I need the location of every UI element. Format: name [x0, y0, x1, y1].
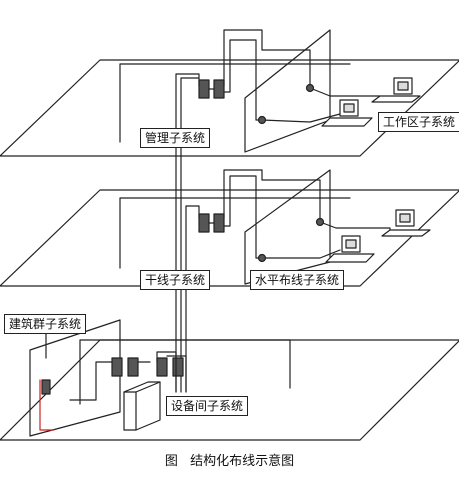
- label-equipment-room-subsystem: 设备间子系统: [166, 396, 249, 416]
- top-floor-plate: [0, 59, 459, 157]
- computer-icon: [321, 99, 373, 127]
- computer-icon: [381, 209, 431, 237]
- bottom-floor-back-wall: [79, 339, 291, 405]
- equipment-cabinet: [123, 381, 161, 431]
- label-work-area-subsystem: 工作区子系统: [378, 112, 459, 132]
- outlet-top-2: [257, 115, 267, 125]
- outlet-mid-1: [315, 217, 325, 227]
- campus-red-link: [39, 379, 55, 431]
- computer-icon: [325, 235, 375, 263]
- label-backbone-subsystem: 干线子系统: [140, 270, 211, 290]
- campus-connector: [41, 379, 51, 395]
- outlets: [257, 83, 325, 263]
- outlet-top-1: [305, 83, 315, 93]
- middle-floor-plate: [0, 189, 459, 287]
- patch-panel-bottom-4: [172, 357, 184, 377]
- patch-panel-bottom-3: [156, 357, 168, 377]
- computer-icon: [371, 77, 421, 103]
- patch-panel-top-left: [198, 79, 210, 99]
- patch-panel-mid-left: [198, 213, 210, 233]
- label-management-subsystem: 管理子系统: [140, 128, 211, 148]
- workstations: [321, 77, 431, 263]
- label-horizontal-subsystem: 水平布线子系统: [250, 270, 345, 290]
- patch-panel-top-right: [213, 79, 225, 99]
- patch-panel-bottom-2: [127, 357, 139, 377]
- outlet-mid-2: [257, 253, 267, 263]
- caption-title: 结构化布线示意图: [190, 454, 295, 469]
- label-campus-subsystem: 建筑群子系统: [4, 314, 87, 334]
- bottom-floor: [0, 319, 459, 441]
- bottom-floor-plate: [0, 339, 459, 441]
- top-floor-back-wall: [119, 63, 351, 143]
- patch-panel-bottom-1: [111, 357, 123, 377]
- caption-prefix: 图: [164, 454, 178, 469]
- patch-panel-mid-right: [213, 213, 225, 233]
- campus-building-wall: [29, 319, 121, 437]
- middle-floor-back-wall: [119, 197, 351, 269]
- middle-floor-partition-wall: [244, 169, 331, 285]
- patch-panels: [111, 79, 225, 377]
- figure-caption: 图 结构化布线示意图: [0, 450, 459, 469]
